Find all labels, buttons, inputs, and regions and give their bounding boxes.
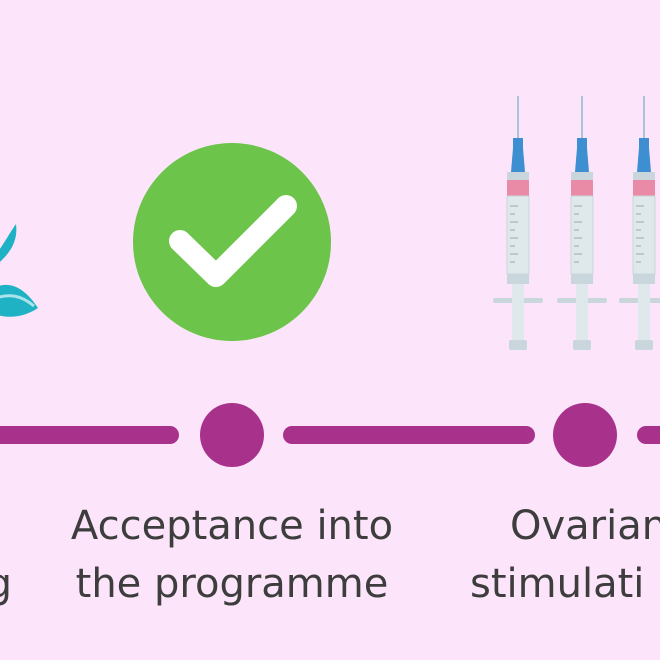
step-label-line: g: [0, 555, 12, 613]
timeline-node-ovarian: [553, 403, 617, 467]
leaf-lower: [0, 284, 38, 317]
leaf-icon: [0, 224, 38, 317]
syringe-2: [557, 96, 607, 350]
step-label-line: Acceptance into: [70, 503, 394, 549]
checkmark-circle-icon: [133, 143, 331, 341]
syringe-1: [493, 96, 543, 350]
leaf-upper: [0, 224, 17, 262]
timeline-node-acceptance: [200, 403, 264, 467]
timeline: [0, 403, 660, 467]
step-label-ovarian: Ovarian stimulati: [470, 497, 660, 613]
step-label-acceptance: Acceptance into the programme: [71, 497, 393, 613]
syringe-3: [619, 96, 660, 350]
step-label-line: stimulati: [470, 561, 645, 607]
step-label-left: g g: [0, 497, 12, 613]
step-label-line: the programme: [75, 561, 389, 607]
syringe-icon: [493, 96, 660, 350]
leaf-lower-shade: [0, 294, 35, 308]
step-label-line: Ovarian: [510, 503, 660, 549]
